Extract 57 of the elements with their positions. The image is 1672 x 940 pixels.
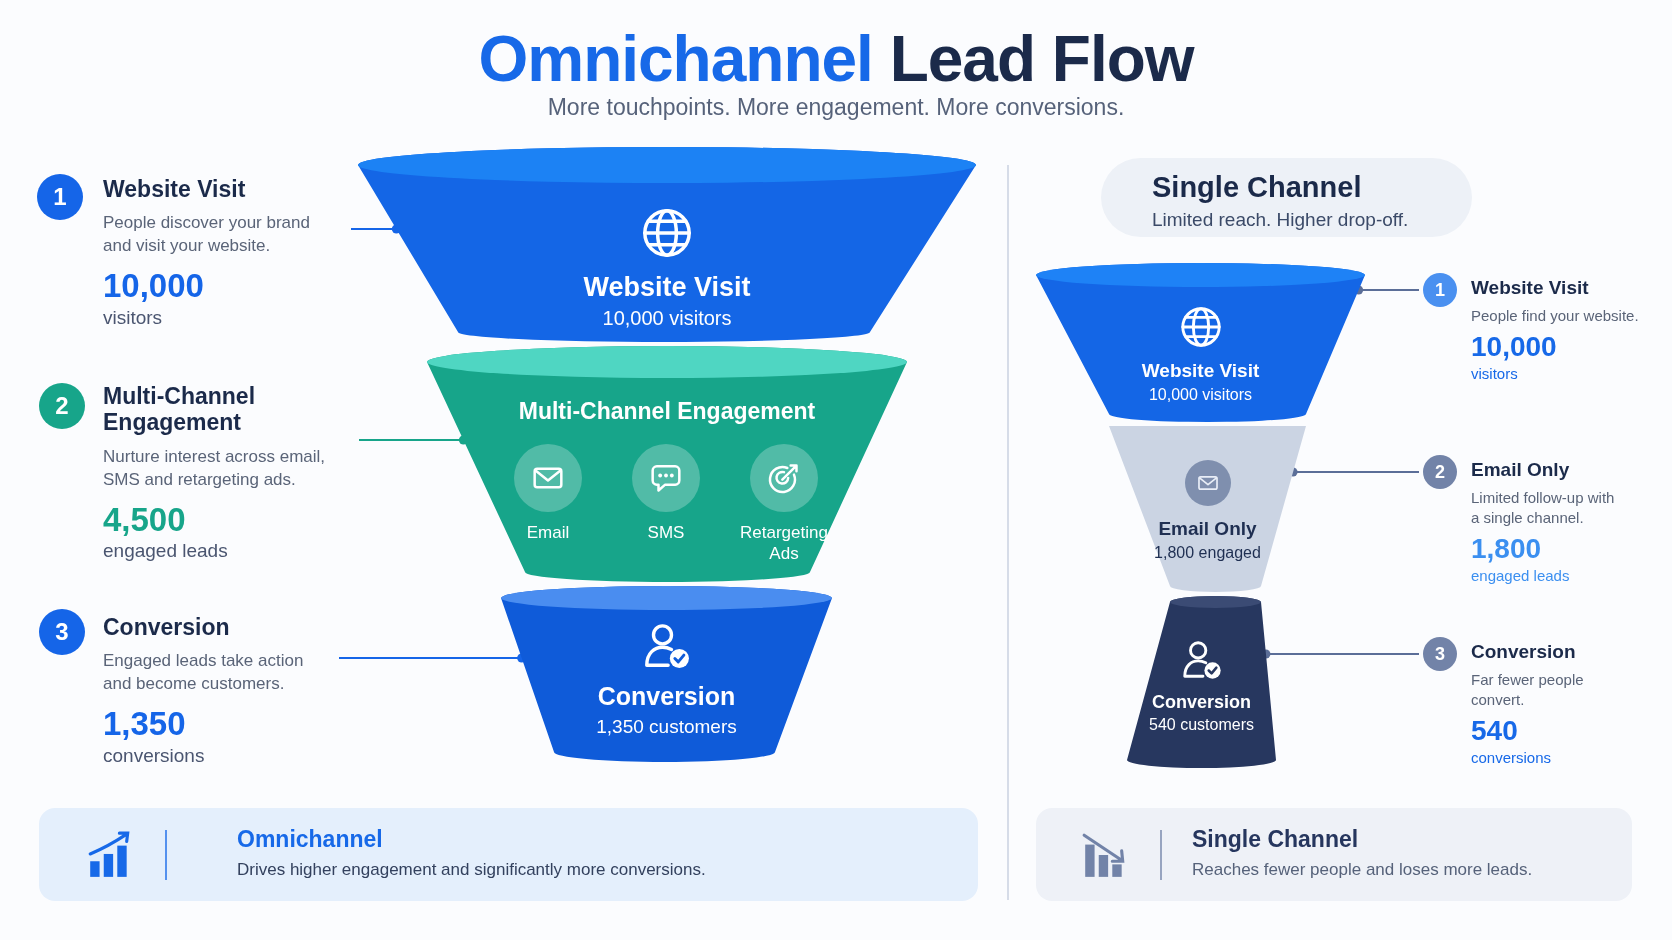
step-count: 10,000 bbox=[1471, 332, 1558, 363]
panel-title: Single Channel bbox=[1152, 170, 1363, 205]
stage-title: Multi-Channel Engagement bbox=[518, 397, 816, 426]
stage-title: Website Visit bbox=[1141, 359, 1260, 383]
step-count: 10,000 bbox=[103, 268, 205, 305]
step-number: 3 bbox=[39, 609, 85, 655]
leader-line bbox=[358, 435, 468, 445]
summary-card bbox=[39, 808, 978, 901]
count-unit: conversions bbox=[103, 744, 206, 768]
summary-title: Omnichannel bbox=[237, 826, 383, 853]
channel-label: SMS bbox=[646, 522, 686, 544]
step-title: Website Visit bbox=[1471, 277, 1590, 300]
stage-count: 10,000 visitors bbox=[602, 306, 732, 332]
step-number: 2 bbox=[1423, 455, 1457, 489]
stage-count: 1,800 engaged bbox=[1154, 542, 1261, 563]
step-title: Conversion bbox=[103, 614, 231, 641]
count-unit: engaged leads bbox=[1471, 567, 1571, 586]
step-title: Conversion bbox=[1471, 641, 1577, 664]
step-number: 2 bbox=[39, 383, 85, 429]
step-description: Far fewer people convert. bbox=[1471, 669, 1585, 711]
panel-subtitle: Limited reach. Higher drop-off. bbox=[1152, 207, 1410, 232]
stage-title: Email Only bbox=[1158, 517, 1257, 541]
count-unit: engaged leads bbox=[103, 540, 229, 563]
step-description: People discover your brand and visit your website. bbox=[103, 212, 311, 258]
count-unit: visitors bbox=[103, 306, 164, 330]
summary-text: Drives higher engagement and significantly more conversions. bbox=[237, 860, 706, 880]
step-description: Engaged leads take action and become customers. bbox=[103, 650, 305, 696]
stage-title: Conversion bbox=[1152, 691, 1251, 714]
stage-title: Conversion bbox=[597, 681, 736, 712]
page-title: Omnichannel Lead Flow bbox=[477, 22, 1196, 96]
count-unit: visitors bbox=[1471, 364, 1519, 383]
step-description: People find your website. bbox=[1471, 305, 1640, 326]
step-count: 1,800 bbox=[1471, 534, 1543, 566]
stage-count: 540 customers bbox=[1149, 715, 1254, 736]
channel-label: Retargeting Ads bbox=[739, 522, 829, 565]
summary-card bbox=[1036, 808, 1632, 901]
leader-line bbox=[1354, 285, 1420, 295]
summary-text: Reaches fewer people and loses more leads. bbox=[1192, 860, 1533, 880]
stage-title: Website Visit bbox=[583, 271, 751, 304]
step-number: 3 bbox=[1423, 637, 1457, 671]
step-count: 1,350 bbox=[103, 706, 187, 743]
channel-label: Email bbox=[525, 522, 571, 544]
stage-count: 10,000 visitors bbox=[1148, 384, 1253, 405]
step-number: 1 bbox=[1423, 273, 1457, 307]
subtitle: More touchpoints. More engagement. More conversions. bbox=[546, 94, 1126, 121]
leader-line bbox=[350, 224, 401, 234]
step-description: Nurture interest across email, SMS and retargeting ads. bbox=[103, 445, 327, 491]
step-count: 540 bbox=[1471, 716, 1519, 748]
step-number: 1 bbox=[37, 174, 83, 220]
summary-title: Single Channel bbox=[1192, 826, 1359, 853]
step-title: Website Visit bbox=[103, 176, 247, 203]
step-description: Limited follow-up with a single channel. bbox=[1471, 487, 1616, 529]
step-title: Email Only bbox=[1471, 459, 1571, 482]
step-count: 4,500 bbox=[103, 501, 187, 539]
stage-count: 1,350 customers bbox=[596, 714, 737, 739]
count-unit: conversions bbox=[1471, 749, 1553, 768]
step-title: Multi-Channel Engagement bbox=[103, 383, 257, 436]
